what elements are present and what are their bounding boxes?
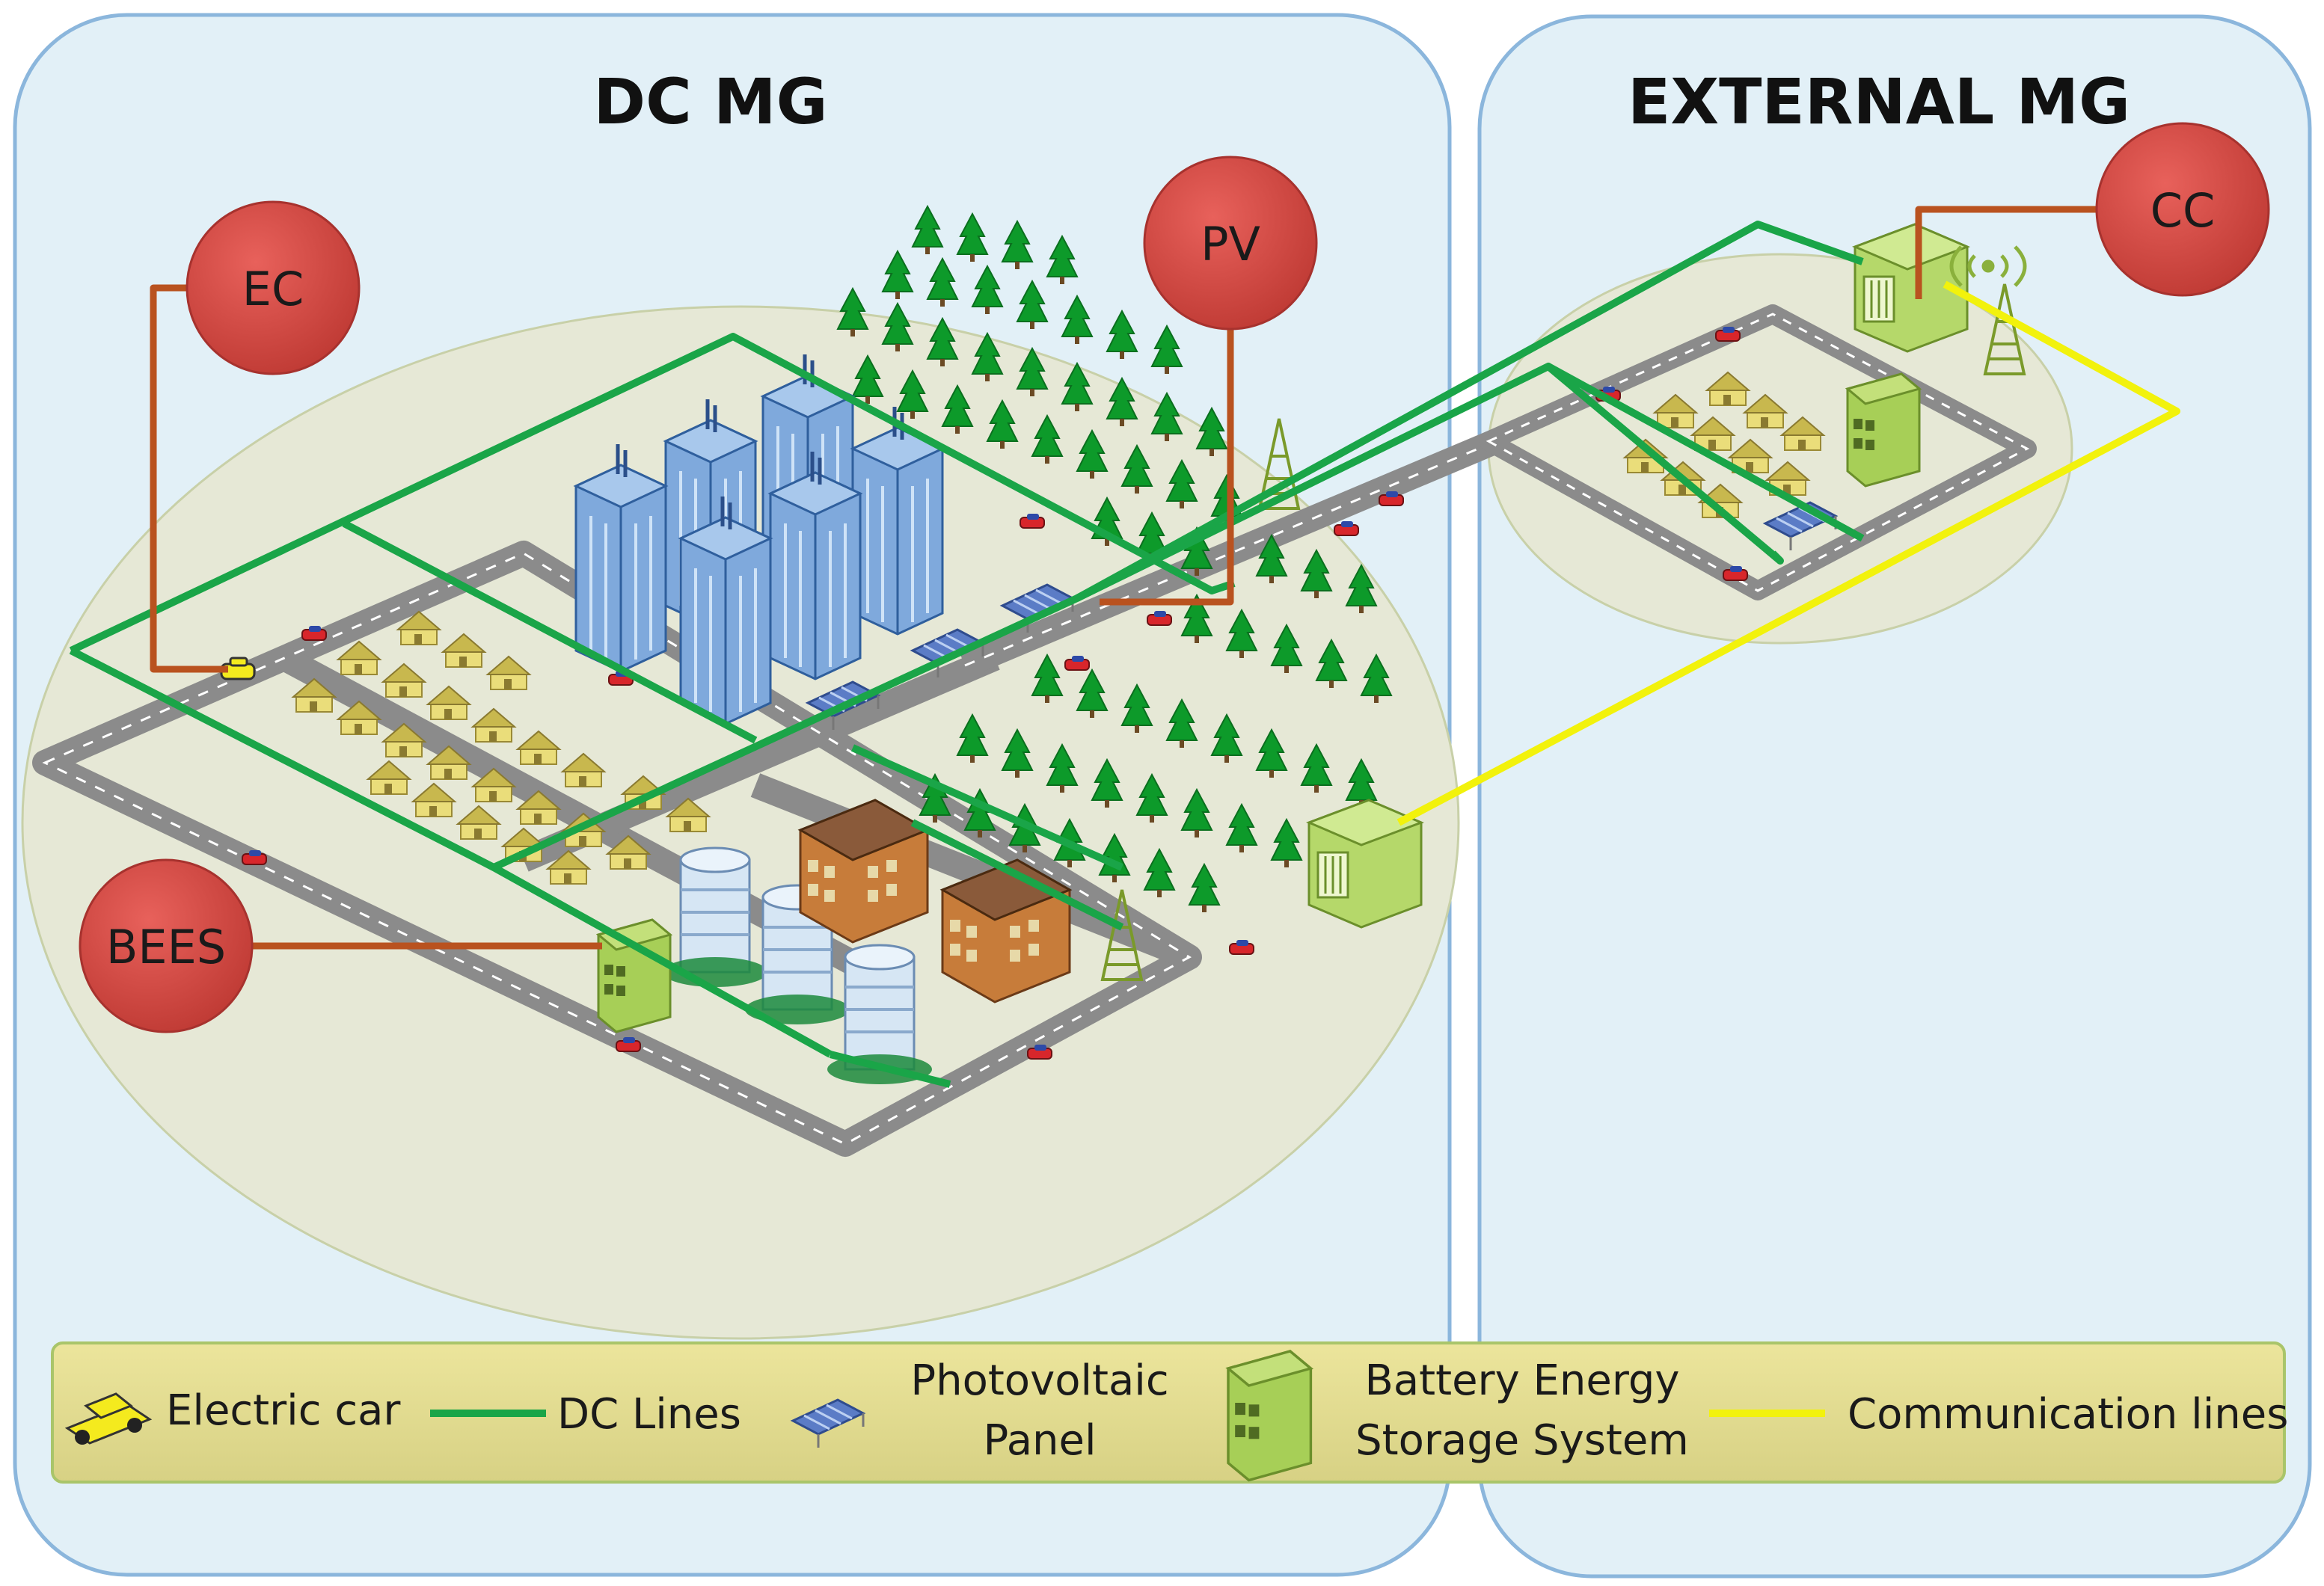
pv-label: PV bbox=[1201, 217, 1260, 271]
ec-node: EC bbox=[186, 200, 361, 375]
dc-battery-storage bbox=[597, 918, 672, 1033]
dc-mg-title: DC MG bbox=[593, 65, 827, 138]
legend-pv-label-1: Photovoltaic bbox=[910, 1356, 1168, 1405]
legend-bess-label-2: Storage System bbox=[1355, 1416, 1689, 1465]
dc-lines bbox=[69, 221, 1865, 1088]
dc-mg-ground bbox=[21, 305, 1460, 1340]
legend-bess-label-1: Battery Energy bbox=[1364, 1356, 1679, 1405]
cc-node: CC bbox=[2095, 122, 2270, 297]
legend-battery-icon bbox=[1225, 1350, 1314, 1482]
external-road-dashes bbox=[1486, 313, 2030, 592]
legend-comm-lines-label: Communication lines bbox=[1848, 1390, 2288, 1439]
legend-box bbox=[51, 1341, 2286, 1484]
bees-node: BEES bbox=[79, 858, 254, 1033]
electric-car-on-road bbox=[220, 657, 256, 680]
legend-electric-car-label: Electric car bbox=[166, 1386, 401, 1435]
external-mg-title: EXTERNAL MG bbox=[1628, 65, 2130, 138]
bees-label: BEES bbox=[106, 920, 226, 974]
communication-lines bbox=[1396, 280, 2180, 826]
cc-label: CC bbox=[2150, 183, 2216, 238]
legend-electric-car-icon bbox=[64, 1392, 153, 1445]
node-links bbox=[150, 206, 2106, 950]
ec-label: EC bbox=[242, 262, 304, 316]
dc-road-dashes bbox=[42, 440, 1497, 1146]
external-battery-storage bbox=[1846, 372, 1921, 488]
legend-dc-lines-label: DC Lines bbox=[557, 1390, 741, 1439]
pv-node: PV bbox=[1143, 156, 1318, 331]
legend-pv-label-2: Panel bbox=[983, 1416, 1096, 1465]
antenna-signal-icon bbox=[1949, 245, 2027, 287]
